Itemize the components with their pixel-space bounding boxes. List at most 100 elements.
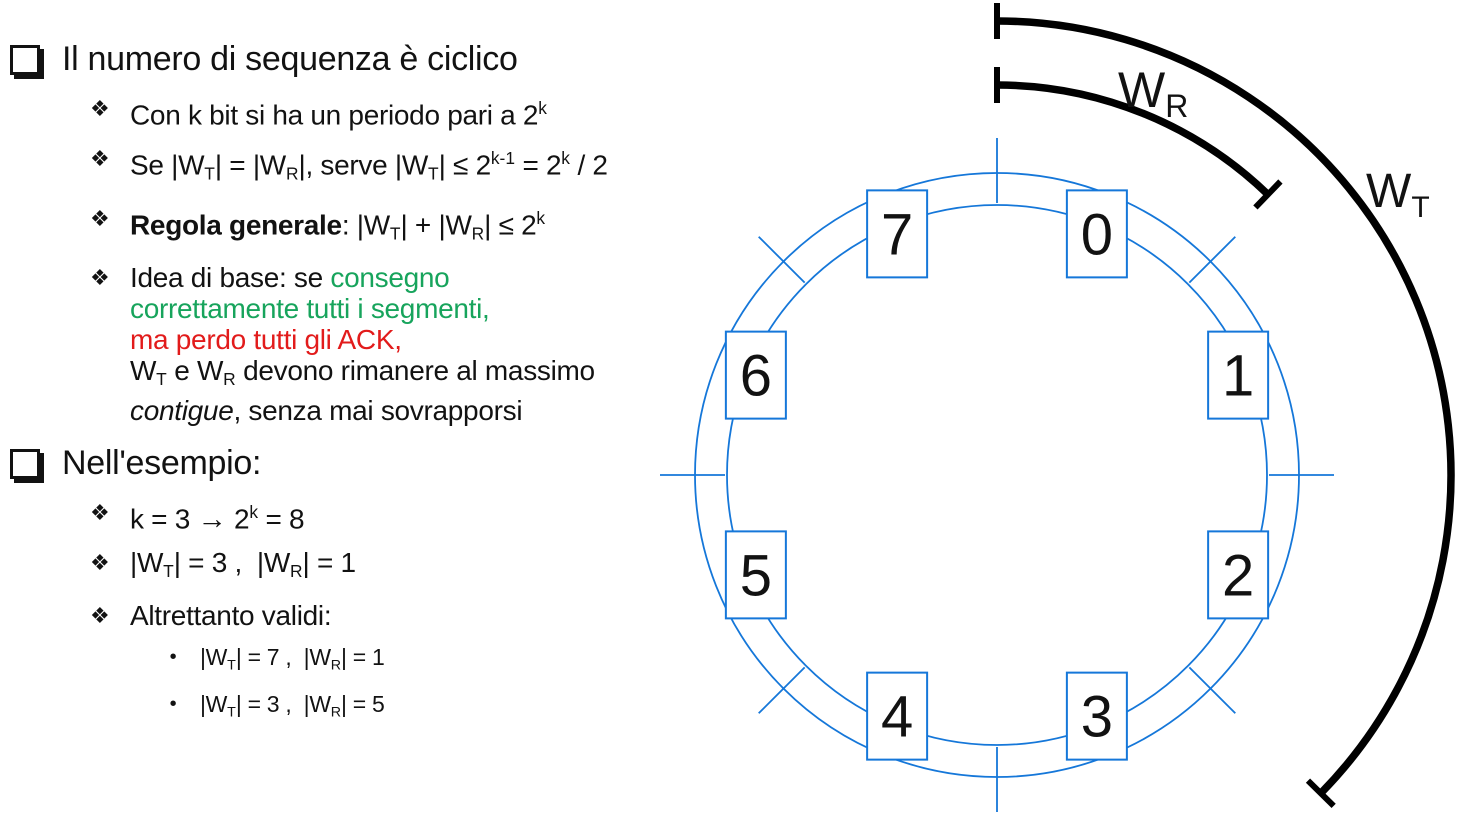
diamond-bullet-icon: ❖	[90, 550, 110, 576]
ring-tick	[1188, 666, 1236, 714]
bullet-text-segment: R	[285, 163, 299, 184]
bullet-text-segment: T	[163, 561, 174, 582]
sequence-slot-box	[1207, 530, 1270, 620]
diamond-bullet-icon: ❖	[90, 264, 110, 290]
bullet-text-segment: T	[227, 704, 236, 721]
sequence-slot-box	[1207, 330, 1270, 420]
bullet-item: ❖ Altrettanto validi:	[90, 600, 710, 631]
bullet-item: ❖ k = 3 → 2k = 8	[90, 497, 710, 534]
bullet-text-segment: |, serve |W	[298, 149, 428, 181]
bullet-text: |WT| = 7 , |WR| = 1	[200, 644, 710, 679]
bullet-text: |WT| = 3 , |WR| = 5	[200, 691, 710, 726]
bullet-text-segment: | = 3 , |W	[235, 691, 331, 718]
bullet-item: ❖ |WT| = 3 , |WR| = 1	[90, 547, 710, 587]
sequence-slot-number: 1	[1222, 344, 1254, 409]
diamond-bullet-icon: ❖	[90, 603, 110, 629]
diamond-bullet-icon: ❖	[90, 146, 110, 172]
bullet-text-segment: |W	[200, 691, 228, 718]
bullet-text-segment: | ≤ 2	[438, 149, 492, 181]
sequence-slot-box	[724, 330, 787, 420]
diamond-bullet-icon: ❖	[90, 205, 110, 231]
bullet-text-segment: Nell'esempio:	[62, 443, 262, 482]
bullet-text-segment: W	[130, 354, 157, 386]
bullet-text-segment: / 2	[569, 149, 608, 181]
wr-window-label: WR	[1118, 62, 1188, 124]
bullet-text-segment: | = 1	[302, 547, 357, 579]
bullet-text-segment: = 8	[258, 503, 305, 535]
bullet-text-segment: | = 1	[341, 644, 385, 671]
bullet-text-segment: , senza mai sovrapporsi	[233, 394, 523, 426]
square-bullet-icon	[10, 45, 40, 75]
bullet-item: ❖Se |WT| = |WR|, serve |WT| ≤ 2k-1 = 2k …	[90, 143, 710, 189]
bullet-text-segment: k	[536, 207, 546, 228]
ring-tick	[1188, 236, 1236, 284]
sequence-slot-box	[866, 189, 929, 279]
wr-window-arc	[996, 81, 1271, 198]
bullet-text-segment: = 2	[514, 149, 562, 181]
diamond-bullet-icon: ❖	[90, 499, 110, 525]
sequence-slot-number: 4	[881, 685, 913, 750]
bullet-text-segment: T	[389, 222, 401, 243]
square-bullet-icon	[10, 448, 40, 479]
bullet-text-segment: T	[204, 163, 215, 184]
bullet-text-segment: Con k bit si ha un periodo pari a 2	[130, 99, 539, 131]
bullet-text-segment: k	[538, 98, 547, 118]
bullet-text-segment: T	[227, 657, 236, 674]
bullet-text-segment: |W	[200, 644, 228, 671]
bullet-text-segment: |W	[130, 547, 164, 579]
bullet-text-segment: R	[223, 368, 236, 389]
square-bullet-icon	[10, 442, 62, 489]
square-bullet-icon	[10, 38, 62, 85]
bullet-text-segment: Regola generale	[130, 208, 342, 240]
bullet-text-segment: | ≤ 2	[484, 208, 537, 240]
bullet-text-segment: k	[249, 501, 259, 522]
bullet-text: Con k bit si ha un periodo pari a 2k	[130, 93, 710, 130]
bullet-text-segment: R	[471, 222, 485, 243]
bullet-text-segment: | + |W	[400, 208, 472, 240]
sequence-slot-box	[1065, 671, 1128, 761]
bullet-text-segment: R	[290, 561, 303, 582]
bullet-text-segment: | = 7 , |W	[235, 644, 331, 671]
bullet-text-segment: →	[197, 502, 227, 536]
bullet-text-segment: devono rimanere al massimo	[235, 354, 595, 386]
bullet-text: Il numero di sequenza è ciclico	[62, 38, 710, 80]
wt-window-label: WT	[1366, 165, 1430, 224]
dot-bullet-icon: •	[169, 646, 177, 669]
bullet-list: Il numero di sequenza è ciclico ❖ Con k bi…	[10, 38, 710, 739]
bullet-text-segment: | = 5	[341, 691, 385, 718]
bullet-text-segment: k	[561, 148, 570, 169]
bullet-item: Nell'esempio:	[10, 442, 710, 489]
ring-tick	[758, 236, 806, 284]
bullet-text-segment: contigue	[130, 394, 234, 426]
bullet-text: k = 3 → 2k = 8	[130, 497, 710, 534]
bullet-text: Regola generale: |WT| + |WR| ≤ 2k	[130, 203, 710, 249]
sequence-slot-box	[1065, 189, 1128, 279]
bullet-text-segment: k-1	[490, 148, 515, 169]
bullet-text-segment: Altrettanto validi:	[130, 600, 332, 632]
bullet-text: Se |WT| = |WR|, serve |WT| ≤ 2k-1 = 2k /…	[130, 143, 710, 189]
diamond-bullet-icon: ❖	[90, 96, 110, 121]
bullet-text-segment: | = |W	[214, 149, 286, 181]
bullet-item: Il numero di sequenza è ciclico	[10, 38, 710, 85]
sequence-slot-box	[724, 530, 787, 620]
bullet-text-segment: Se |W	[130, 149, 205, 181]
bullet-text-segment: | = 3 , |W	[173, 547, 291, 579]
bullet-text-segment: correttamente tutti i segmenti,	[130, 292, 490, 324]
sequence-slot-number: 2	[1222, 543, 1254, 608]
bullet-item: • |WT| = 7 , |WR| = 1	[160, 644, 710, 679]
bullet-text-segment: ma perdo tutti gli ACK,	[130, 323, 402, 355]
bullet-text-segment: Il numero di sequenza è ciclico	[62, 40, 518, 78]
bullet-text: |WT| = 3 , |WR| = 1	[130, 547, 710, 587]
sequence-slot-number: 0	[1081, 202, 1113, 267]
bullet-text-segment: T	[156, 368, 167, 389]
sequence-slot-number: 5	[740, 543, 772, 608]
bullet-text-segment: Idea di base: se	[130, 261, 331, 293]
sequence-slot-number: 3	[1081, 685, 1113, 750]
ring-inner-circle	[726, 204, 1268, 746]
bullet-text-segment: : |W	[341, 208, 390, 240]
wr-arc-terminator	[1253, 179, 1283, 210]
bullet-text-segment: consegno	[330, 261, 450, 293]
